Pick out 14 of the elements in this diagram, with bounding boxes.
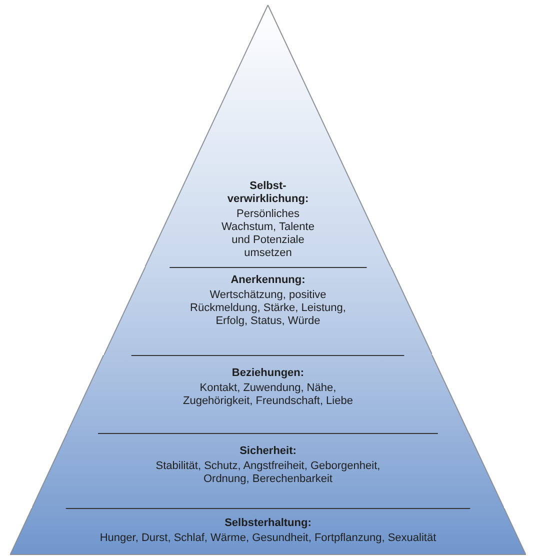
pyramid-level [67, 355, 469, 433]
pyramid-level [104, 267, 432, 355]
level-description: Stabilität, Schutz, Angstfreiheit, Geborgenheit, Ordnung, Berechenbarkeit [155, 460, 380, 486]
level-heading: Beziehungen: [232, 367, 304, 380]
level-description: Hunger, Durst, Schlaf, Wärme, Gesundheit, Fortpflanzung, Sexualität [100, 532, 436, 545]
level-heading: Anerkennung: [230, 274, 306, 287]
level-description: Wertschätzung, positive Rückmeldung, Stärke, Leistung, Erfolg, Status, Würde [189, 289, 347, 328]
pyramid-level [10, 508, 526, 555]
level-heading: Sicherheit: [240, 445, 296, 458]
level-heading: Selbsterhaltung: [224, 517, 312, 530]
pyramid-level [32, 433, 504, 508]
level-heading: Selbst-verwirklichung: [226, 180, 310, 206]
level-description: Persönliches Wachstum, Talente und Potenziale umsetzen [220, 208, 316, 260]
level-description: Kontakt, Zuwendung, Nähe, Zugehörigkeit, Freundschaft, Liebe [182, 382, 354, 408]
